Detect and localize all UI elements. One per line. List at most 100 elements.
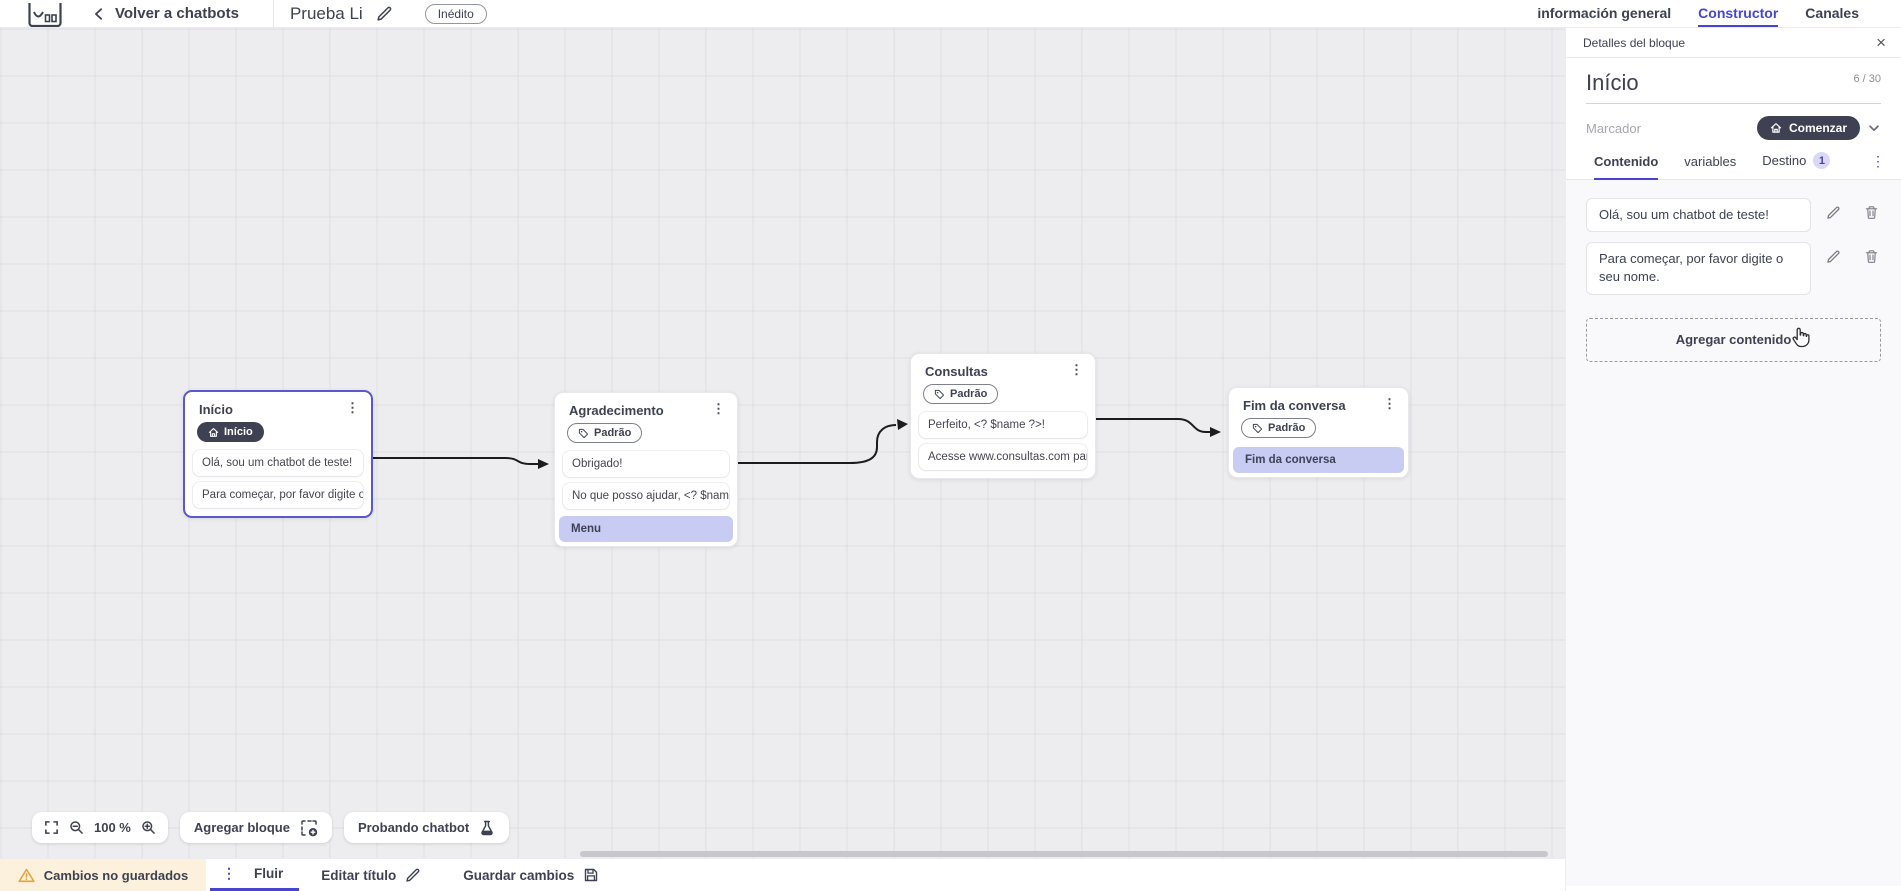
marker-select[interactable]: Comenzar — [1756, 116, 1860, 140]
flow-node-consultas[interactable]: Consultas ⋮ Padrão Perfeito, <? $name ?>… — [910, 353, 1096, 479]
node-header: Início ⋮ — [193, 400, 363, 417]
pencil-icon — [1826, 249, 1841, 264]
flow-tab-group: ⋮ Fluir — [210, 859, 300, 891]
home-icon — [1770, 122, 1782, 134]
back-label: Volver a chatbots — [115, 5, 239, 22]
tab-variables[interactable]: variables — [1684, 154, 1737, 169]
node-badge-row: Padrão — [1237, 413, 1400, 440]
content-message-card[interactable]: Olá, sou um chatbot de teste! — [1586, 198, 1811, 233]
add-block-button[interactable]: Agregar bloque — [179, 812, 332, 843]
node-title: Início — [199, 402, 233, 417]
content-message-card[interactable]: Para começar, por favor digite o seu nom… — [1586, 242, 1811, 295]
fullscreen-icon — [44, 820, 59, 835]
node-header: Fim da conversa ⋮ — [1237, 396, 1400, 413]
flask-icon — [479, 820, 495, 836]
panel-header: Detalles del bloque × — [1566, 28, 1901, 58]
edit-content-button[interactable] — [1826, 205, 1841, 220]
tab-constructor[interactable]: Constructor — [1698, 0, 1779, 27]
warning-label: Cambios no guardados — [43, 867, 189, 883]
content-row: Olá, sou um chatbot de teste! — [1586, 198, 1881, 233]
panel-tabs: Contenido variables Destino 1 ⋮ — [1566, 140, 1901, 180]
pencil-icon — [1826, 205, 1841, 220]
save-changes-button[interactable]: Guardar cambios — [463, 859, 599, 891]
block-name-field[interactable]: Início 6 / 30 — [1586, 70, 1881, 104]
node-menu-icon[interactable]: ⋮ — [712, 401, 725, 416]
topbar: Volver a chatbots Prueba Li Inédito info… — [0, 0, 1901, 28]
tab-fluir[interactable]: Fluir — [254, 866, 284, 881]
zoom-in-icon — [141, 820, 156, 835]
edit-flow-title-button[interactable]: Editar título — [321, 859, 421, 891]
node-badge-padrao: Padrão — [923, 384, 999, 404]
tag-icon — [1252, 423, 1263, 434]
chatbot-title: Prueba Li — [289, 3, 363, 23]
close-icon[interactable]: × — [1876, 33, 1886, 52]
node-end-item[interactable]: Fim da conversa — [1233, 446, 1404, 473]
add-block-icon — [300, 819, 318, 837]
marker-row: Marcador Comenzar — [1586, 116, 1881, 140]
tab-destino[interactable]: Destino 1 — [1762, 152, 1831, 180]
node-badge-padrao: Padrão — [1241, 418, 1317, 438]
edit-content-button[interactable] — [1826, 249, 1841, 264]
test-chatbot-label: Probando chatbot — [357, 820, 470, 835]
home-icon — [208, 427, 219, 438]
panel-menu-icon[interactable]: ⋮ — [1871, 153, 1885, 169]
node-badge-row: Padrão — [919, 379, 1087, 406]
node-message-item[interactable]: Olá, sou um chatbot de teste! — [193, 449, 363, 476]
panel-body: Início 6 / 30 Marcador Comenzar — [1566, 58, 1901, 140]
marker-value: Comenzar — [1788, 121, 1847, 135]
canvas-horizontal-scrollbar[interactable] — [580, 851, 1548, 857]
flow-canvas[interactable]: Início ⋮ Início Olá, sou um chatbot de t… — [0, 28, 1565, 858]
pencil-icon — [405, 867, 421, 883]
node-message-item[interactable]: Obrigado! — [563, 450, 729, 477]
node-badge-inicio: Início — [197, 422, 264, 442]
tab-informacion-general[interactable]: información general — [1537, 4, 1672, 21]
zoom-in-button[interactable] — [141, 820, 156, 835]
flow-node-agradecimento[interactable]: Agradecimento ⋮ Padrão Obrigado! No que … — [554, 392, 738, 547]
trash-icon — [1864, 249, 1879, 264]
chevron-down-icon[interactable] — [1867, 121, 1881, 135]
node-message-item[interactable]: Acesse www.consultas.com par... — [919, 443, 1087, 470]
delete-content-button[interactable] — [1864, 249, 1879, 264]
flow-node-fim-da-conversa[interactable]: Fim da conversa ⋮ Padrão Fim da conversa — [1228, 387, 1409, 478]
test-chatbot-button[interactable]: Probando chatbot — [343, 812, 510, 843]
marker-label: Marcador — [1586, 120, 1641, 136]
add-block-label: Agregar bloque — [193, 820, 290, 835]
destino-count-badge: 1 — [1813, 152, 1831, 169]
tag-icon — [934, 389, 945, 400]
warning-icon — [18, 868, 35, 883]
block-name-value[interactable]: Início — [1586, 70, 1639, 95]
node-message-item[interactable]: No que posso ajudar, <? $name ... — [563, 482, 729, 509]
add-content-button[interactable]: Agregar contenido — [1586, 317, 1881, 362]
node-message-item[interactable]: Perfeito, <? $name ?>! — [919, 411, 1087, 438]
app-logo — [28, 2, 62, 27]
tab-canales[interactable]: Canales — [1805, 4, 1859, 21]
edit-chatbot-title-button[interactable] — [376, 5, 393, 22]
node-message-item[interactable]: Para começar, por favor digite o ... — [193, 481, 363, 508]
back-to-chatbots-button[interactable]: Volver a chatbots — [92, 5, 239, 22]
flow-node-inicio[interactable]: Início ⋮ Início Olá, sou um chatbot de t… — [183, 390, 373, 518]
panel-title: Detalles del bloque — [1583, 35, 1686, 50]
trash-icon — [1864, 205, 1879, 220]
zoom-out-icon — [69, 820, 84, 835]
zoom-level: 100 % — [94, 820, 131, 835]
chevron-left-icon — [92, 7, 106, 21]
tag-icon — [578, 428, 589, 439]
tab-contenido[interactable]: Contenido — [1594, 154, 1659, 180]
fullscreen-button[interactable] — [44, 820, 59, 835]
node-menu-icon[interactable]: ⋮ — [1383, 396, 1396, 411]
node-title: Consultas — [925, 364, 988, 379]
status-badge: Inédito — [424, 3, 487, 24]
node-badge-row: Início — [193, 417, 363, 444]
flow-tab-menu-icon[interactable]: ⋮ — [222, 865, 236, 881]
node-title: Agradecimento — [569, 403, 664, 418]
char-counter: 6 / 30 — [1853, 73, 1881, 85]
node-menu-icon[interactable]: ⋮ — [346, 400, 359, 415]
node-menu-item[interactable]: Menu — [559, 515, 733, 542]
panel-content: Olá, sou um chatbot de teste! Para — [1566, 180, 1901, 886]
delete-content-button[interactable] — [1864, 205, 1879, 220]
zoom-out-button[interactable] — [69, 820, 84, 835]
node-menu-icon[interactable]: ⋮ — [1070, 362, 1083, 377]
save-icon — [583, 867, 599, 883]
bottombar: Cambios no guardados ⋮ Fluir Editar títu… — [0, 858, 1565, 891]
